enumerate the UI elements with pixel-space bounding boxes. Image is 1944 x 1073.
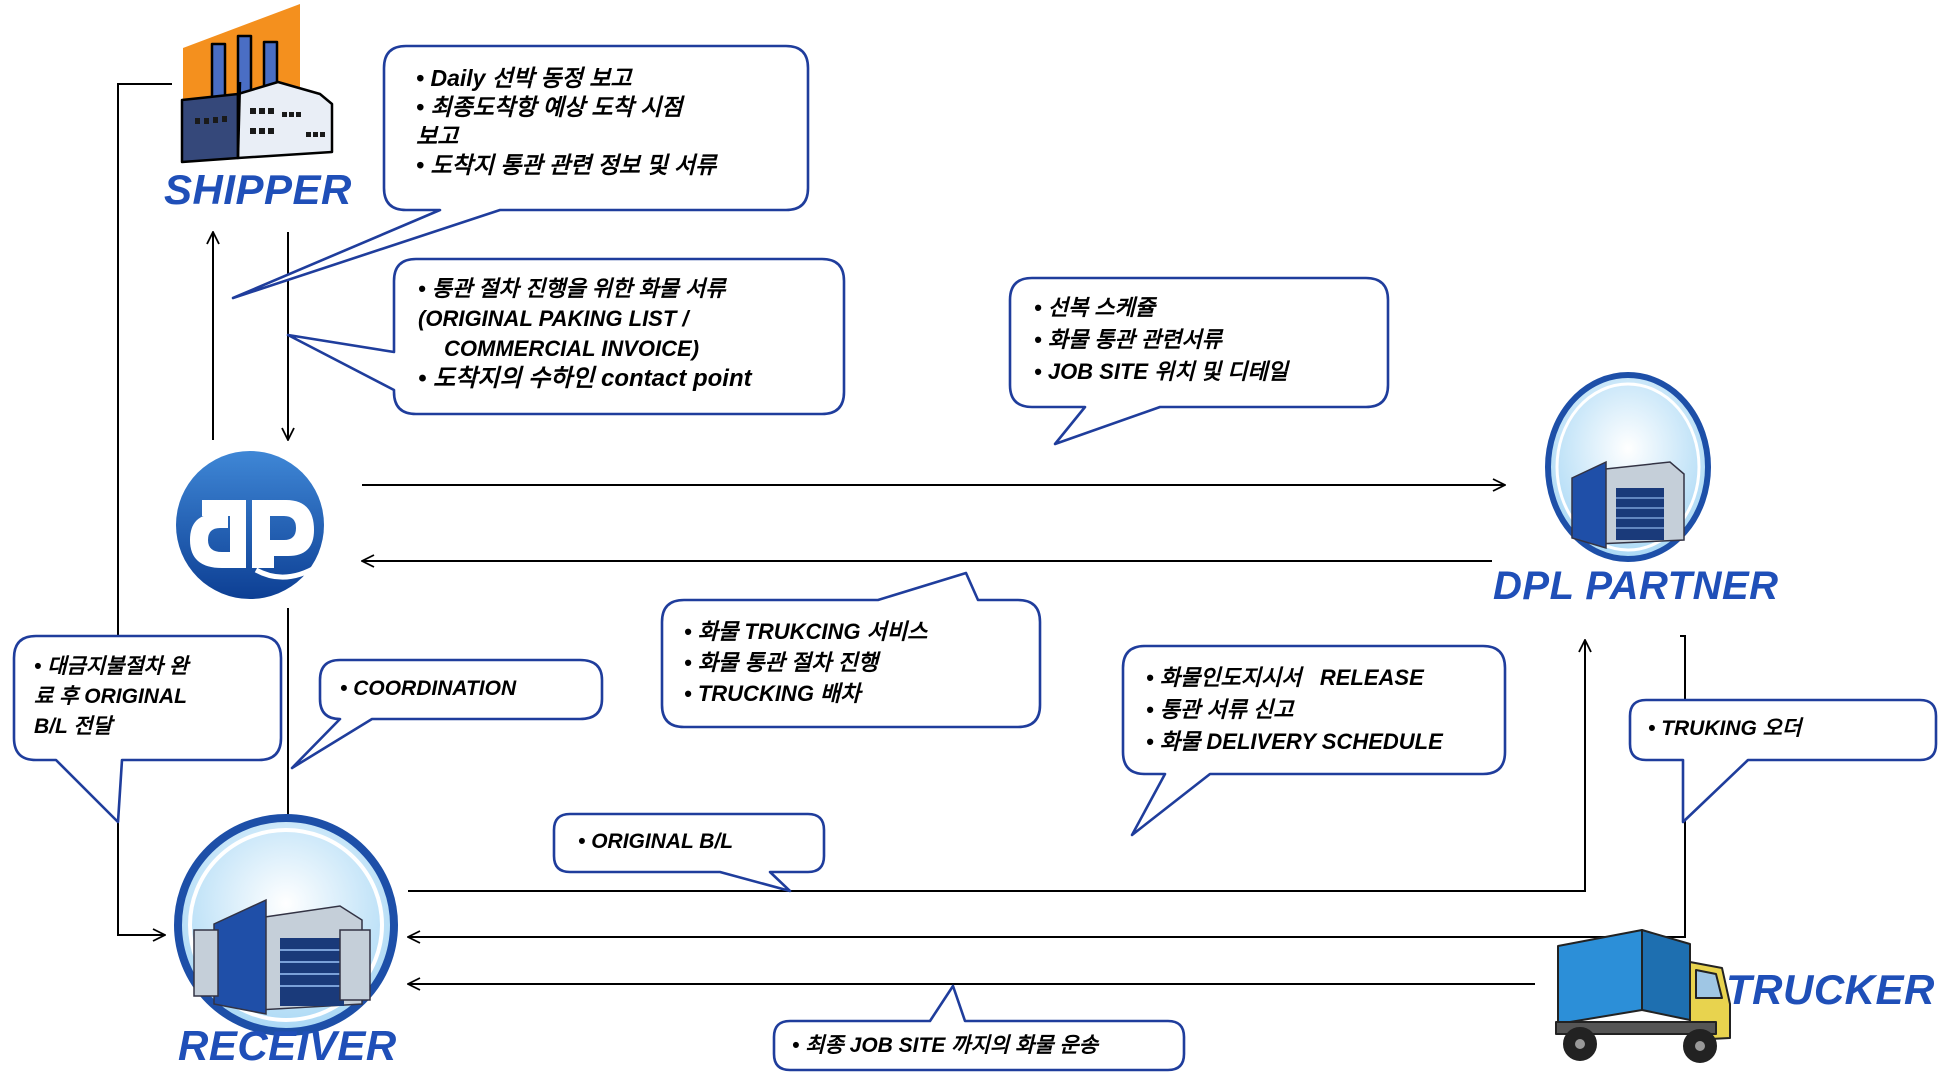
callout-partner-info-text: 선복 스케쥴 화물 통관 관련서류 JOB SITE 위치 및 디테일 [1034,292,1288,388]
partner-warehouse-icon [1545,372,1711,562]
callout-line: TRUKING 오더 [1648,716,1801,742]
callout-line: 료 후 ORIGINAL [34,685,187,708]
callout-line: 보고 [416,123,459,149]
callout-line: 최종 JOB SITE 까지의 화물 운송 [792,1033,1098,1059]
dpl-partner-label: DPL PARTNER [1493,564,1779,608]
truck-icon [1555,929,1731,1063]
callout-customs-docs-text: 통관 절차 진행을 위한 화물 서류 (ORIGINAL PAKING LIST… [418,274,752,394]
callout-truking-order-text: TRUKING 오더 [1648,716,1801,742]
callout-line: 통관 절차 진행을 위한 화물 서류 [418,274,752,304]
callout-original-bl-text: ORIGINAL B/L [578,829,733,855]
callout-line: 대금지불절차 완 [34,652,188,682]
callout-line: 선복 스케쥴 [1034,292,1288,324]
callout-line: 화물 DELIVERY SCHEDULE [1146,726,1443,758]
callout-line: ORIGINAL B/L [578,829,733,855]
callout-payment-text: 대금지불절차 완 료 후 ORIGINAL B/L 전달 [34,652,188,742]
callout-line: COORDINATION [340,676,516,702]
callout-payment [12,634,283,824]
callout-line: 화물인도지시서 RELEASE [1146,662,1443,694]
callout-release-text: 화물인도지시서 RELEASE 통관 서류 신고 화물 DELIVERY SCH… [1146,662,1443,758]
callout-line: B/L 전달 [34,715,112,738]
callout-line: TRUCKING 배차 [684,678,927,709]
receiver-warehouse-icon [174,814,398,1036]
arrow-shipper-to-receiver [117,83,172,935]
callout-line: 화물 통관 절차 진행 [684,647,927,678]
callout-line: 최종도착항 예상 도착 시점 [416,93,716,122]
callout-line: 도착지의 수하인 contact point [418,364,752,394]
callout-coordination-text: COORDINATION [340,676,516,702]
factory-icon [180,4,334,164]
callout-line: Daily 선박 동정 보고 [416,64,716,93]
callout-shipper-report-text: Daily 선박 동정 보고 최종도착항 예상 도착 시점 보고 도착지 통관 … [416,64,716,180]
shipper-label: SHIPPER [164,166,352,213]
dpl-logo-icon [176,451,324,599]
connector-lines [117,83,1686,984]
callout-line: JOB SITE 위치 및 디테일 [1034,356,1288,388]
callout-final-transport-text: 최종 JOB SITE 까지의 화물 운송 [792,1033,1098,1059]
callout-trucking-service-text: 화물 TRUKCING 서비스 화물 통관 절차 진행 TRUCKING 배차 [684,616,928,709]
arrow-receiver-to-partner [408,640,1585,892]
callout-line: (ORIGINAL PAKING LIST / [418,306,689,331]
callout-line: 화물 통관 관련서류 [1034,324,1288,356]
receiver-label: RECEIVER [178,1022,397,1069]
callout-line: 통관 서류 신고 [1146,694,1443,726]
trucker-label: TRUCKER [1726,966,1935,1013]
callout-line: COMMERCIAL INVOICE) [444,336,700,361]
callout-line: 도착지 통관 관련 정보 및 서류 [416,151,716,180]
callout-line: 화물 TRUKCING 서비스 [684,616,928,647]
